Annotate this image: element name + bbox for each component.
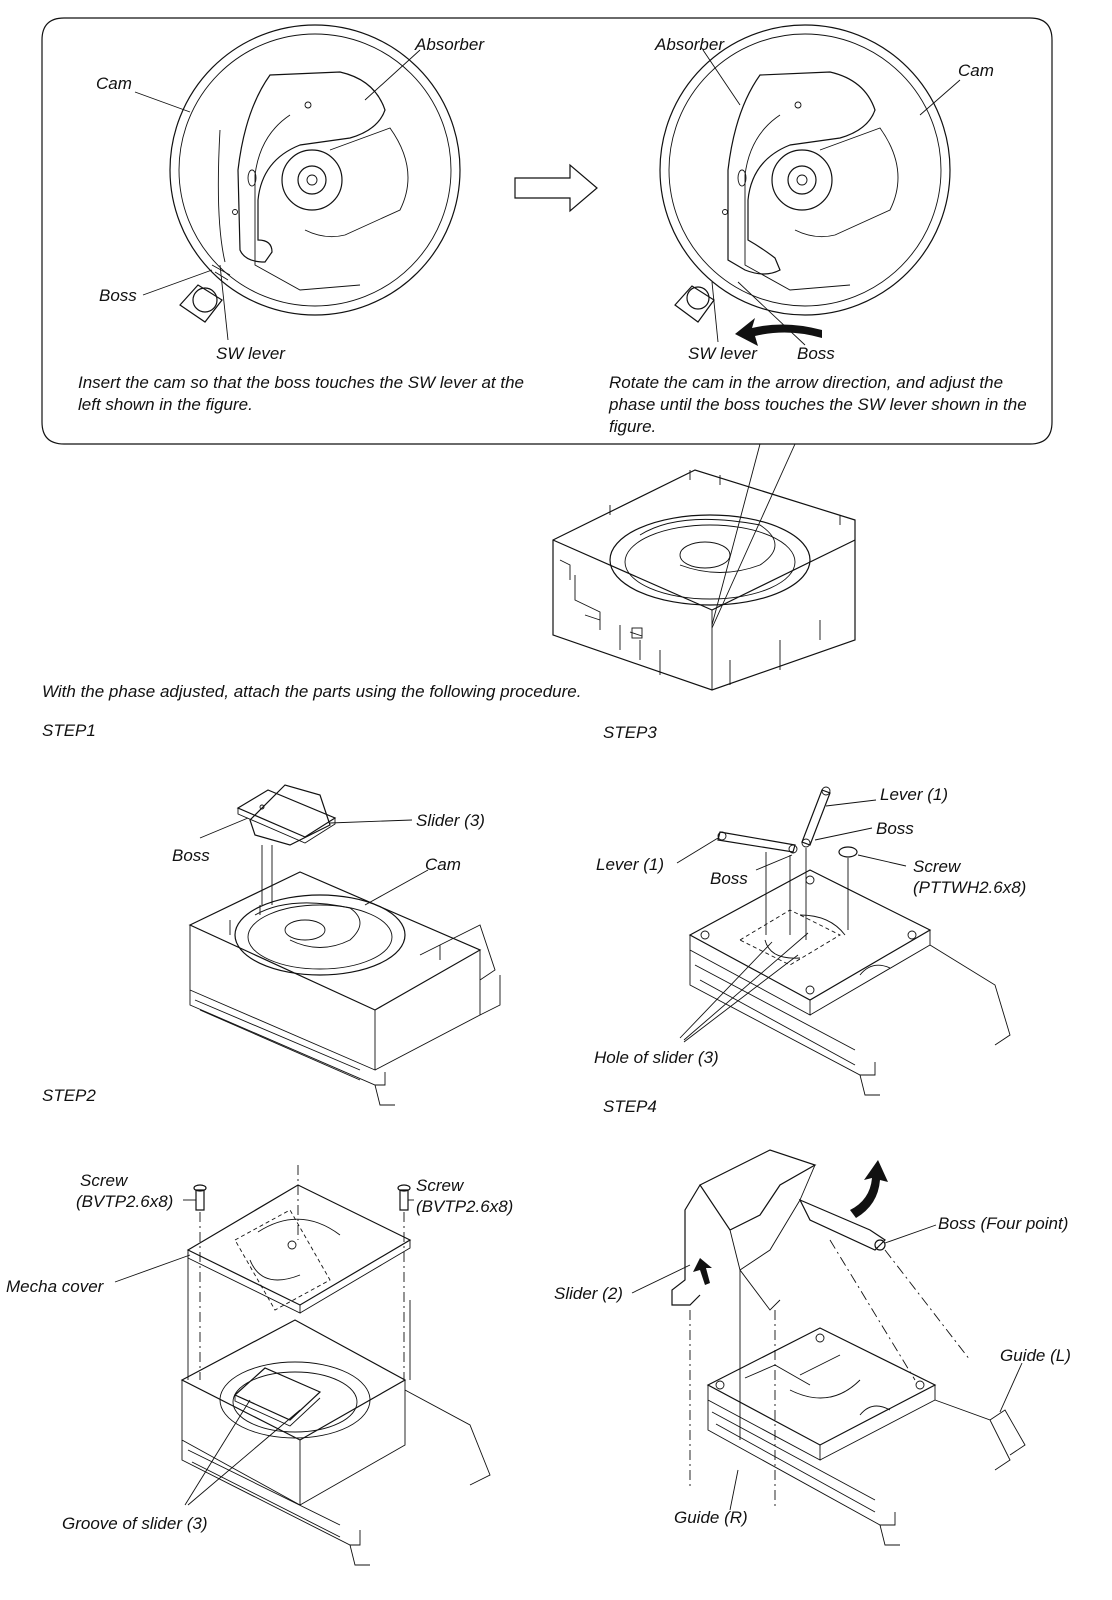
step3-title: STEP3 xyxy=(603,723,657,742)
step3-label-lever-left: Lever (1) xyxy=(596,855,665,874)
step1-label-cam: Cam xyxy=(425,855,461,874)
step4-label-guide-l: Guide (L) xyxy=(1000,1346,1071,1365)
step3-label-boss-top: Boss xyxy=(876,819,914,838)
label-sw-lever-left: SW lever xyxy=(216,344,285,363)
label-absorber-left: Absorber xyxy=(415,35,484,54)
step3-label-lever-top: Lever (1) xyxy=(880,785,949,804)
step3-drawing xyxy=(676,786,1011,1096)
step4-label-guide-r: Guide (R) xyxy=(674,1508,748,1527)
right-cam-detail xyxy=(659,24,961,346)
step4-label-slider2: Slider (2) xyxy=(554,1284,623,1303)
label-cam-right: Cam xyxy=(958,61,994,80)
caption-right: Rotate the cam in the arrow direction, a… xyxy=(609,373,1027,436)
step1-label-boss: Boss xyxy=(172,846,210,865)
label-sw-lever-right: SW lever xyxy=(688,344,757,363)
rotate-direction-arrow xyxy=(514,163,598,213)
mechanism-box-top xyxy=(552,469,856,691)
step2-label-mecha-cover: Mecha cover xyxy=(6,1277,104,1296)
label-cam-left: Cam xyxy=(96,74,132,93)
step2-label-screw-left-spec: (BVTP2.6x8) xyxy=(76,1192,174,1211)
step4-label-boss-four: Boss (Four point) xyxy=(938,1214,1069,1233)
step2-label-groove: Groove of slider (3) xyxy=(62,1514,208,1533)
label-absorber-right: Absorber xyxy=(655,35,724,54)
step3-label-hole: Hole of slider (3) xyxy=(594,1048,719,1067)
step4-drawing xyxy=(631,1149,1026,1546)
step2-label-screw-right: Screw xyxy=(416,1176,464,1195)
left-cam-detail xyxy=(134,24,461,341)
step3-label-screw: Screw xyxy=(913,857,961,876)
step2-label-screw-right-spec: (BVTP2.6x8) xyxy=(416,1197,514,1216)
step3-label-boss-left: Boss xyxy=(710,869,748,888)
step2-label-screw-left: Screw xyxy=(80,1171,128,1190)
step2-drawing xyxy=(114,1165,491,1566)
step1-drawing xyxy=(188,784,501,1106)
caption-left: Insert the cam so that the boss touches … xyxy=(78,373,525,414)
top-panel-frame xyxy=(41,17,1053,445)
step4-title: STEP4 xyxy=(603,1097,657,1116)
label-boss-right: Boss xyxy=(797,344,835,363)
step2-title: STEP2 xyxy=(42,1086,96,1105)
step1-title: STEP1 xyxy=(42,721,96,740)
label-boss-left: Boss xyxy=(99,286,137,305)
step1-label-slider: Slider (3) xyxy=(416,811,485,830)
step3-label-screw-spec: (PTTWH2.6x8) xyxy=(913,878,1027,897)
procedure-intro: With the phase adjusted, attach the part… xyxy=(42,682,582,701)
